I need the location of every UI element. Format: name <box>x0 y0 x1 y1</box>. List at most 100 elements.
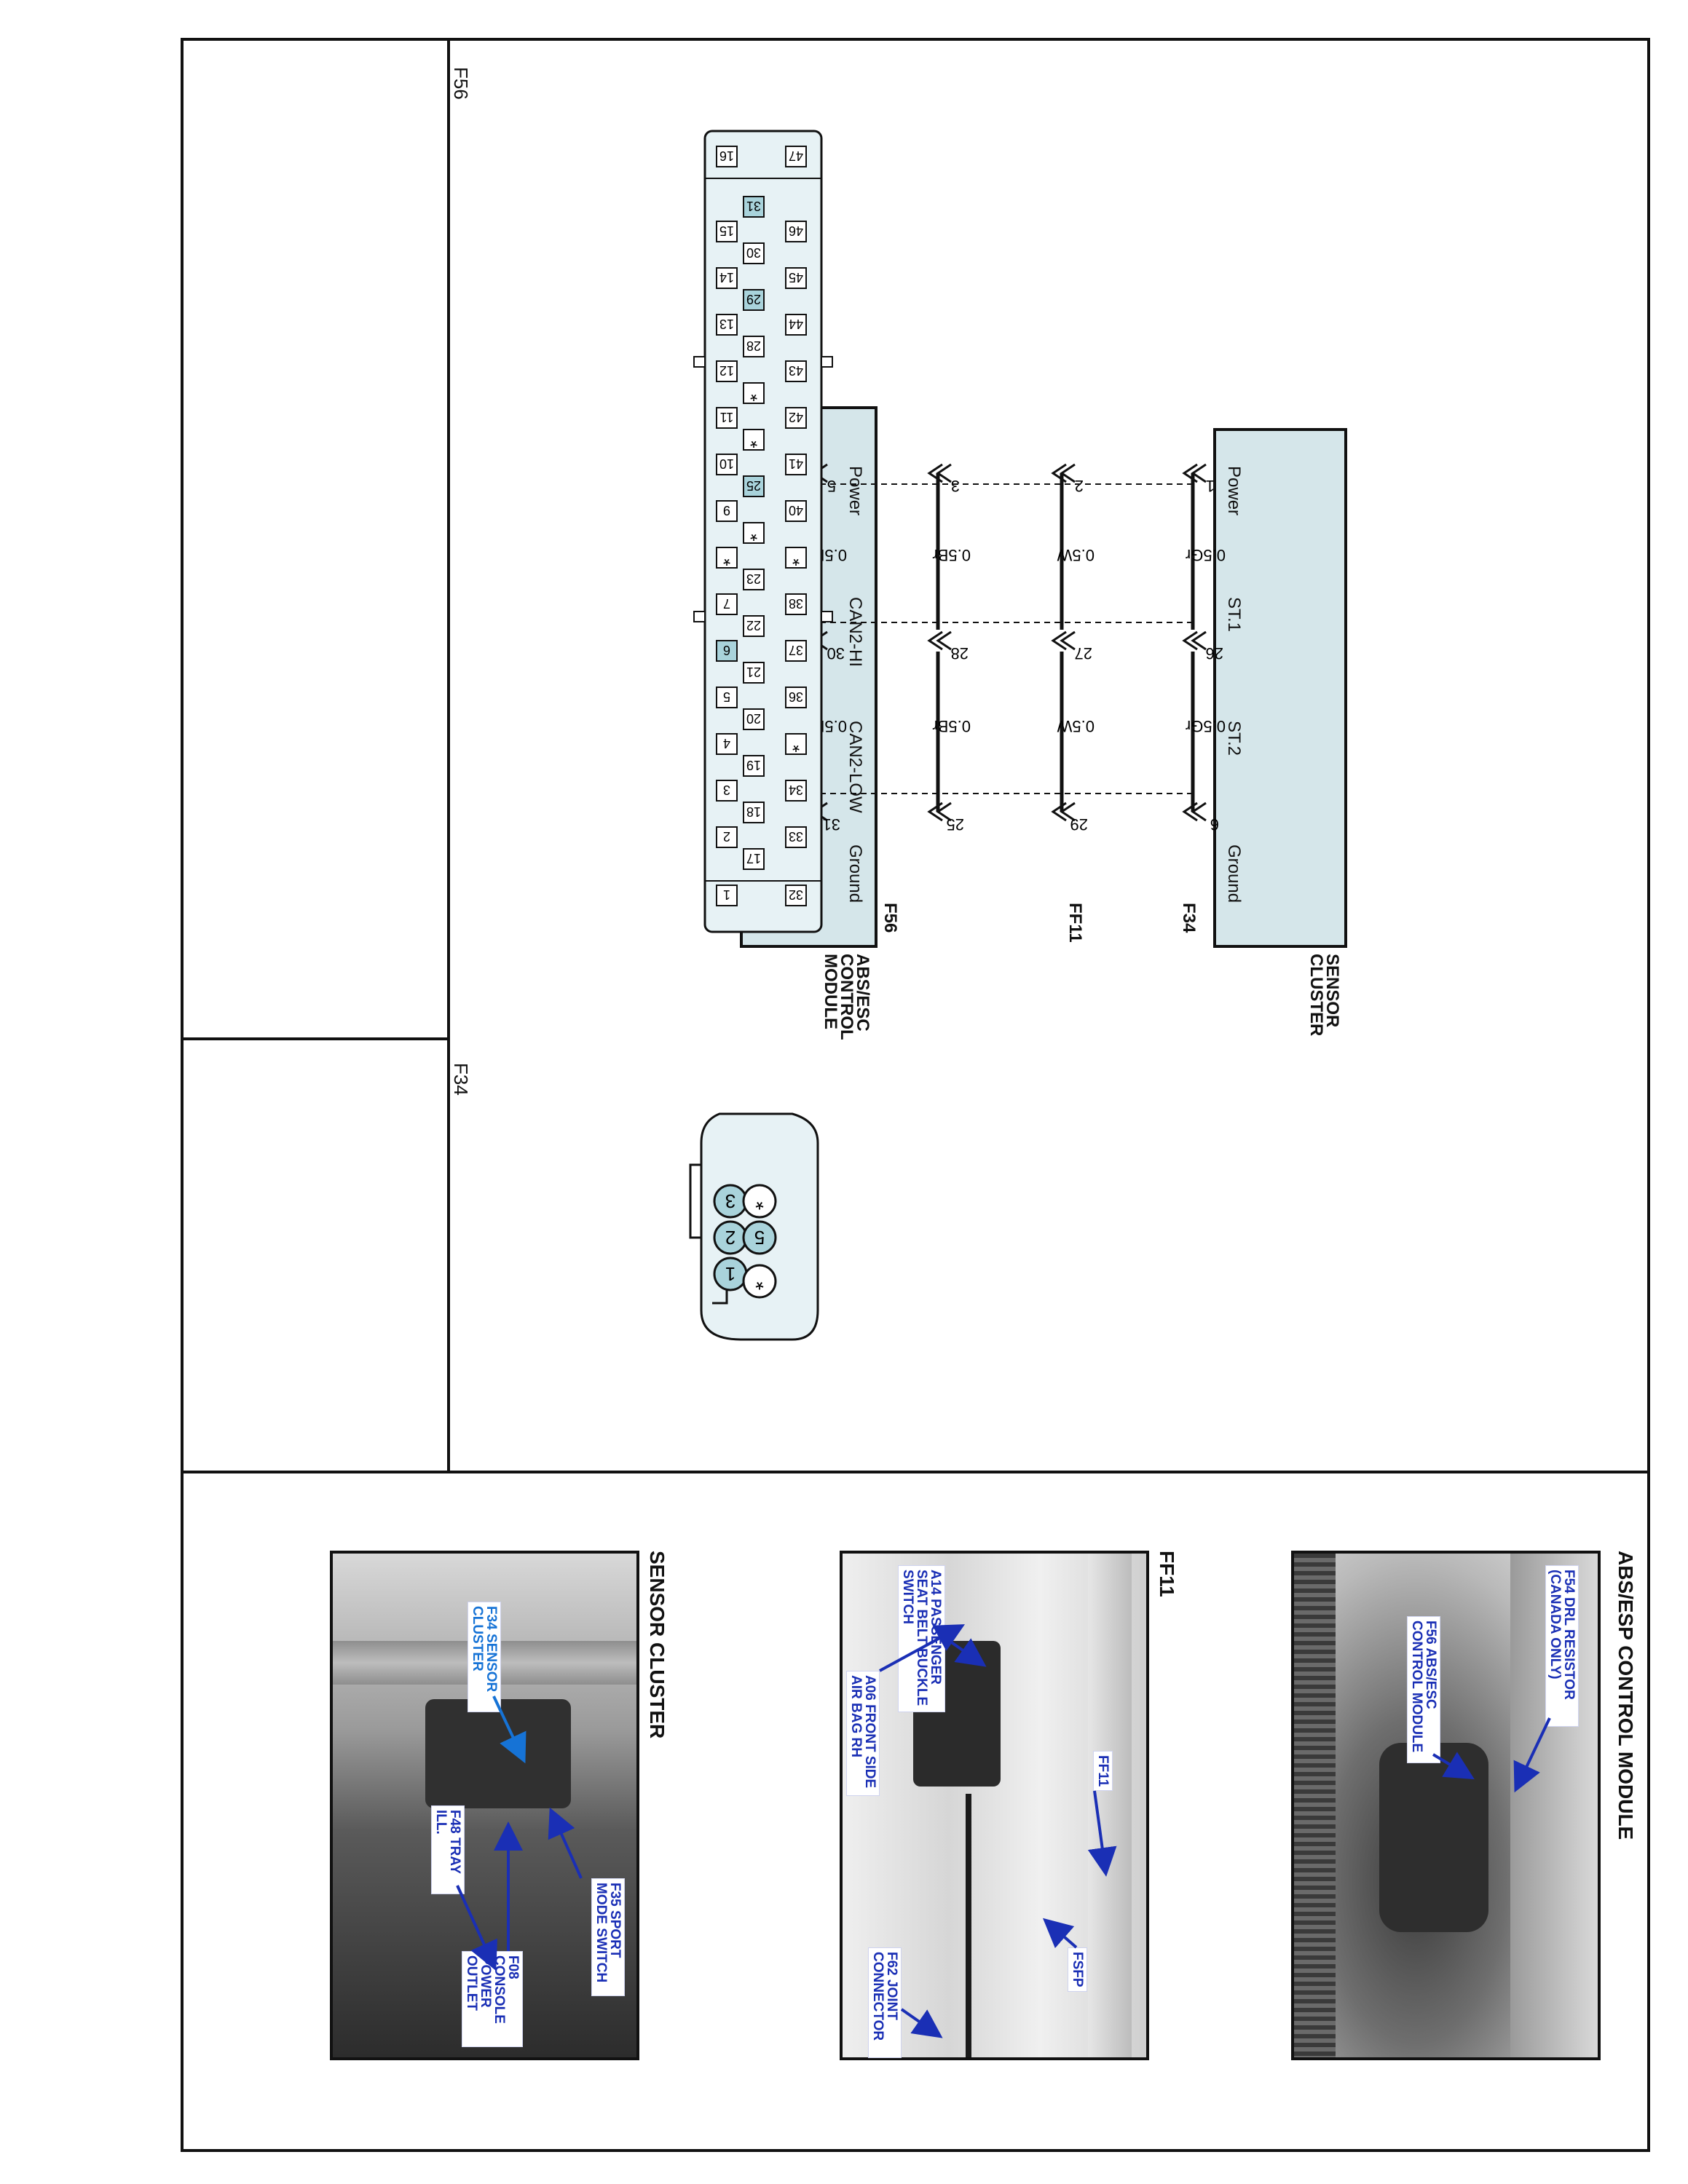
f56-pin-r2-13 <box>743 242 765 264</box>
f56-pin-text-r1-1: 2 <box>723 829 730 844</box>
arrow-f48 <box>456 1885 497 1971</box>
f56-pin-text-r3-3: * <box>792 735 800 756</box>
f56-pin-r1-14 <box>716 221 738 242</box>
f56-pin-text-r2-10: * <box>750 384 757 405</box>
f56-pin-text-r1-14: 15 <box>719 223 734 238</box>
arrow-f34 <box>492 1696 526 1764</box>
f56-tab-1 <box>821 356 833 368</box>
f56-pin-r2-3 <box>743 708 765 730</box>
wire-code-lower-1: 0.5W <box>1057 717 1095 735</box>
f56-pin-num-2: 25 <box>947 815 964 834</box>
f56-pin-r3-13 <box>785 267 807 289</box>
f56-pin-r3-10 <box>785 407 807 429</box>
f56-pin-text-r2-1: 18 <box>746 804 761 819</box>
f56-pin-text-r3-11: 43 <box>789 363 803 378</box>
sensor-cluster-box <box>1213 428 1347 948</box>
f56-pin-r3-12 <box>785 314 807 336</box>
f56-pin-r2-6 <box>743 569 765 590</box>
f56-pin-text-r1-3: 4 <box>723 736 730 751</box>
pin-mark-f34-1 <box>1060 463 1076 483</box>
f56-pin-text-r3-4: 36 <box>789 689 803 704</box>
f56-pin-text-r2-8: 25 <box>746 478 761 493</box>
f56-pin-text-r1-4: 5 <box>723 689 730 704</box>
f56-pin-text-r1-11: 12 <box>719 363 734 378</box>
f56-tab-3 <box>693 356 706 368</box>
f34-pin-4 <box>742 1184 777 1219</box>
f56-pin-r1-6 <box>716 593 738 615</box>
pin-mark-ff11-1 <box>1060 630 1076 651</box>
f56-pin-text-r3-7: * <box>792 548 800 570</box>
f56-pin-text-r3-5: 37 <box>789 643 803 657</box>
f56-pin-r3-2 <box>785 780 807 802</box>
f56-pin-text-r1-12: 13 <box>719 317 734 331</box>
f56-pin-r2-1 <box>743 802 765 823</box>
pin-mark-f56-0 <box>1191 802 1207 822</box>
f56-pin-text-r1-5: 6 <box>723 643 730 657</box>
wire-code-upper-2: 0.5Br <box>932 546 971 564</box>
f56-pin-text-r1-10: 11 <box>720 410 734 424</box>
pin-mark-f34-0 <box>1191 463 1207 483</box>
ff11-pin-num-0: 26 <box>1206 644 1223 662</box>
f56-pin-text-r3-2: 34 <box>789 783 803 797</box>
arrow-a14 <box>944 1637 987 1667</box>
pin-mark-f56-2 <box>936 802 952 822</box>
f56-pin-r3-7 <box>785 547 807 569</box>
f56-tab-4 <box>693 611 706 622</box>
ff11-pin-num-1: 27 <box>1075 644 1092 662</box>
f56-pin-text-r2-13: 30 <box>746 245 761 260</box>
f56-pin-r3-6 <box>785 593 807 615</box>
f56-pin-r3-14 <box>785 221 807 242</box>
f34-pin-num-2: 3 <box>951 477 960 495</box>
f56-pin-num-1: 29 <box>1070 815 1088 834</box>
f56-pin-r1-0 <box>716 885 738 906</box>
f56-pin-r1-4 <box>716 687 738 708</box>
f56-pin-text-r3-14: 46 <box>789 223 803 238</box>
f56-pin-text-r2-2: 19 <box>746 758 761 772</box>
pin-mark-ff11-0-2 <box>1182 630 1198 651</box>
pin-mark-ff11-2-2 <box>927 630 943 651</box>
f34-pin-text-0: 1 <box>725 1263 735 1285</box>
f56-pin-r2-9 <box>743 429 765 451</box>
f56-pin-text-r3-1: 33 <box>789 829 803 844</box>
pin-mark-f56-0-2 <box>1182 802 1198 822</box>
f56-pin-text-r2-4: 21 <box>746 665 761 679</box>
f56-pin-r2-14 <box>743 196 765 218</box>
arrow-f54 <box>1513 1717 1551 1793</box>
f56-pin-text-r2-9: * <box>750 430 757 452</box>
f56-pin-r1-1 <box>716 826 738 848</box>
f56-pin-text-r2-11: 28 <box>746 339 761 353</box>
f56-pin-r1-2 <box>716 780 738 802</box>
f56-pin-r3-4 <box>785 687 807 708</box>
f56-pin-text-r1-13: 14 <box>719 270 734 285</box>
f56-pin-num-3: 31 <box>823 815 840 834</box>
pin-mark-f56-1-2 <box>1051 802 1067 822</box>
wire-code-upper-0: 0.5Gr <box>1186 546 1226 564</box>
f56-pin-text-r3-12: 44 <box>789 317 803 331</box>
f56-pin-r1-12 <box>716 314 738 336</box>
arrow-f35 <box>548 1807 583 1879</box>
arrow-fsfp <box>1042 1918 1078 1949</box>
f56-pin-r2-0 <box>743 848 765 870</box>
f56-pin-text-r2-3: 20 <box>746 711 761 726</box>
f56-pin-r1-15 <box>716 146 738 167</box>
f56-pin-text-r1-8: 9 <box>723 503 730 518</box>
pin-mark-f34-2-2 <box>927 463 943 483</box>
f56-pin-r2-2 <box>743 755 765 777</box>
f56-pin-text-r2-14: 31 <box>746 199 761 213</box>
wire-code-upper-1: 0.5W <box>1057 546 1095 564</box>
wire-code-lower-2: 0.5Br <box>932 717 971 735</box>
arrow-f62 <box>900 2008 943 2038</box>
f34-pin-text-5: * <box>755 1270 764 1294</box>
f56-pin-text-r1-6: 7 <box>723 596 730 611</box>
f56-pin-text-r3-10: 42 <box>789 410 803 424</box>
f56-pin-text-r1-7: * <box>723 548 730 570</box>
f56-pin-r2-4 <box>743 662 765 684</box>
f34-pin-text-1: 2 <box>725 1227 735 1249</box>
f56-pin-text-r1-9: 10 <box>719 456 734 471</box>
pin-mark-ff11-1-2 <box>1051 630 1067 651</box>
pin-mark-ff11-0 <box>1191 630 1207 651</box>
f56-pin-text-r3-0: 32 <box>789 887 803 902</box>
f56-pin-r3-9 <box>785 454 807 475</box>
f56-pin-text-r2-12: 29 <box>746 292 761 306</box>
